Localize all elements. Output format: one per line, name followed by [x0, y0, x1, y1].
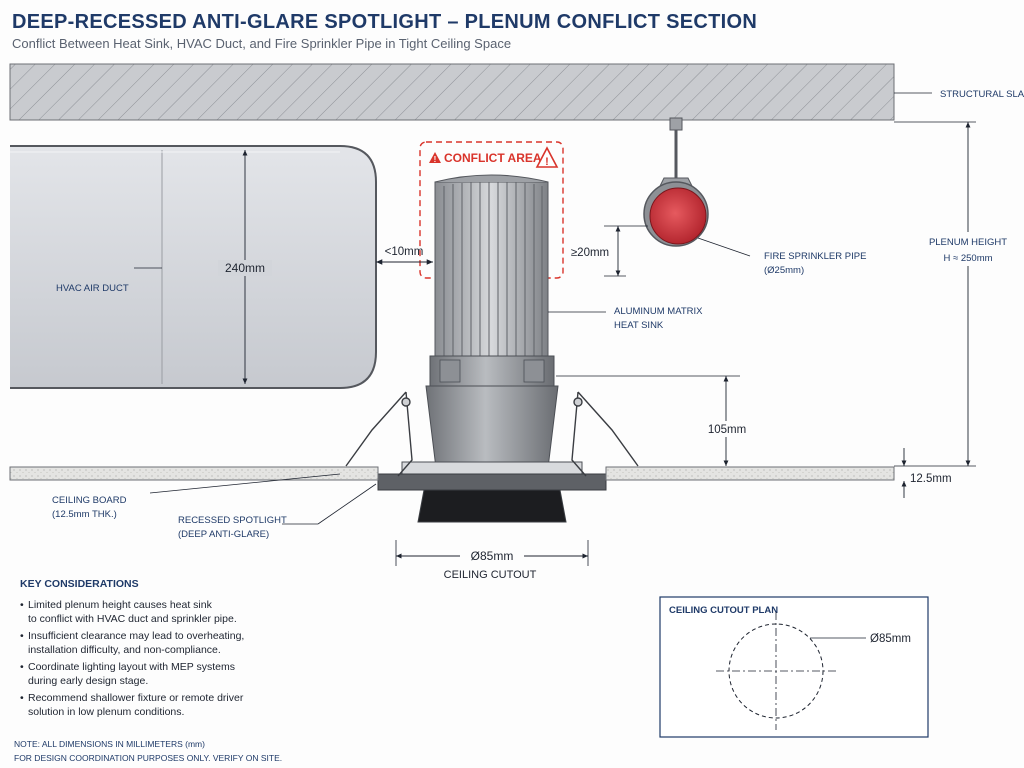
- svg-text:•: •: [20, 692, 24, 704]
- spotlight-label-line1: RECESSED SPOTLIGHT: [178, 515, 287, 526]
- plenum-height-label-line1: PLENUM HEIGHT: [929, 237, 1007, 248]
- cutout-plan-title: CEILING CUTOUT PLAN: [669, 605, 778, 616]
- svg-text:•: •: [20, 599, 24, 611]
- hvac-duct: [10, 145, 377, 389]
- conflict-area: [419, 141, 564, 279]
- heatsink-label-line2: HEAT SINK: [614, 320, 664, 331]
- key-considerations: KEY CONSIDERATIONS • Limited plenum heig…: [20, 578, 244, 718]
- ceiling-board-label-line2: (12.5mm THK.): [52, 509, 117, 520]
- hvac-duct-label: HVAC AIR DUCT: [56, 283, 129, 294]
- ceiling-cutout-plan: CEILING CUTOUT PLAN Ø85mm: [659, 596, 929, 738]
- consideration-4-line1: Recommend shallower fixture or remote dr…: [28, 692, 244, 704]
- svg-text:•: •: [20, 630, 24, 642]
- plan-diameter-label: Ø85mm: [870, 633, 911, 645]
- consideration-4-line2: solution in low plenum conditions.: [28, 706, 184, 718]
- warning-triangle-icon: !: [535, 146, 559, 168]
- note-line2: FOR DESIGN COORDINATION PURPOSES ONLY. V…: [14, 753, 282, 763]
- recessed-spotlight: [377, 355, 607, 523]
- page-subtitle: Conflict Between Heat Sink, HVAC Duct, a…: [12, 36, 511, 51]
- consideration-1-line2: to conflict with HVAC duct and sprinkler…: [28, 613, 237, 625]
- conflict-area-label: CONFLICT AREA: [444, 151, 542, 165]
- note-line1: NOTE: ALL DIMENSIONS IN MILLIMETERS (mm): [14, 739, 205, 749]
- sprinkler-label-line1: FIRE SPRINKLER PIPE: [764, 251, 866, 262]
- spring-clips: [345, 391, 639, 477]
- svg-text:!: !: [434, 155, 437, 164]
- duct-height-dimension: 240mm: [225, 261, 265, 275]
- fire-sprinkler-pipe: [643, 117, 709, 247]
- consideration-3-line1: Coordinate lighting layout with MEP syst…: [28, 661, 235, 673]
- ceiling-board: [9, 466, 895, 481]
- duct-clearance-dimension: <10mm: [385, 246, 424, 258]
- ceiling-board-label-line1: CEILING BOARD: [52, 495, 127, 506]
- key-considerations-title: KEY CONSIDERATIONS: [20, 578, 139, 590]
- warning-icon: !: [429, 152, 441, 164]
- consideration-2-line1: Insufficient clearance may lead to overh…: [28, 630, 244, 642]
- heatsink-label-line1: ALUMINUM MATRIX: [614, 306, 703, 317]
- svg-text:•: •: [20, 661, 24, 673]
- page-title: DEEP-RECESSED ANTI-GLARE SPOTLIGHT – PLE…: [12, 11, 757, 33]
- consideration-1-line1: Limited plenum height causes heat sink: [28, 599, 213, 611]
- recess-depth-dimension: 105mm: [708, 424, 746, 436]
- plenum-height-label-line2: H ≈ 250mm: [943, 253, 992, 264]
- cutout-diameter-dimension: Ø85mm: [471, 549, 514, 563]
- svg-text:!: !: [545, 156, 549, 168]
- sprinkler-clearance-dimension: ≥20mm: [571, 247, 609, 259]
- structural-slab: [9, 63, 895, 121]
- consideration-3-line2: during early design stage.: [28, 675, 148, 687]
- structural-slab-label: STRUCTURAL SLAB: [940, 89, 1024, 100]
- heat-sink: [434, 174, 549, 361]
- sprinkler-label-line2: (Ø25mm): [764, 265, 804, 276]
- consideration-2-line2: installation difficulty, and non-complia…: [28, 644, 221, 656]
- board-thickness-dimension: 12.5mm: [910, 473, 952, 485]
- spotlight-label-line2: (DEEP ANTI-GLARE): [178, 529, 269, 540]
- ceiling-cutout-label: CEILING CUTOUT: [444, 569, 537, 581]
